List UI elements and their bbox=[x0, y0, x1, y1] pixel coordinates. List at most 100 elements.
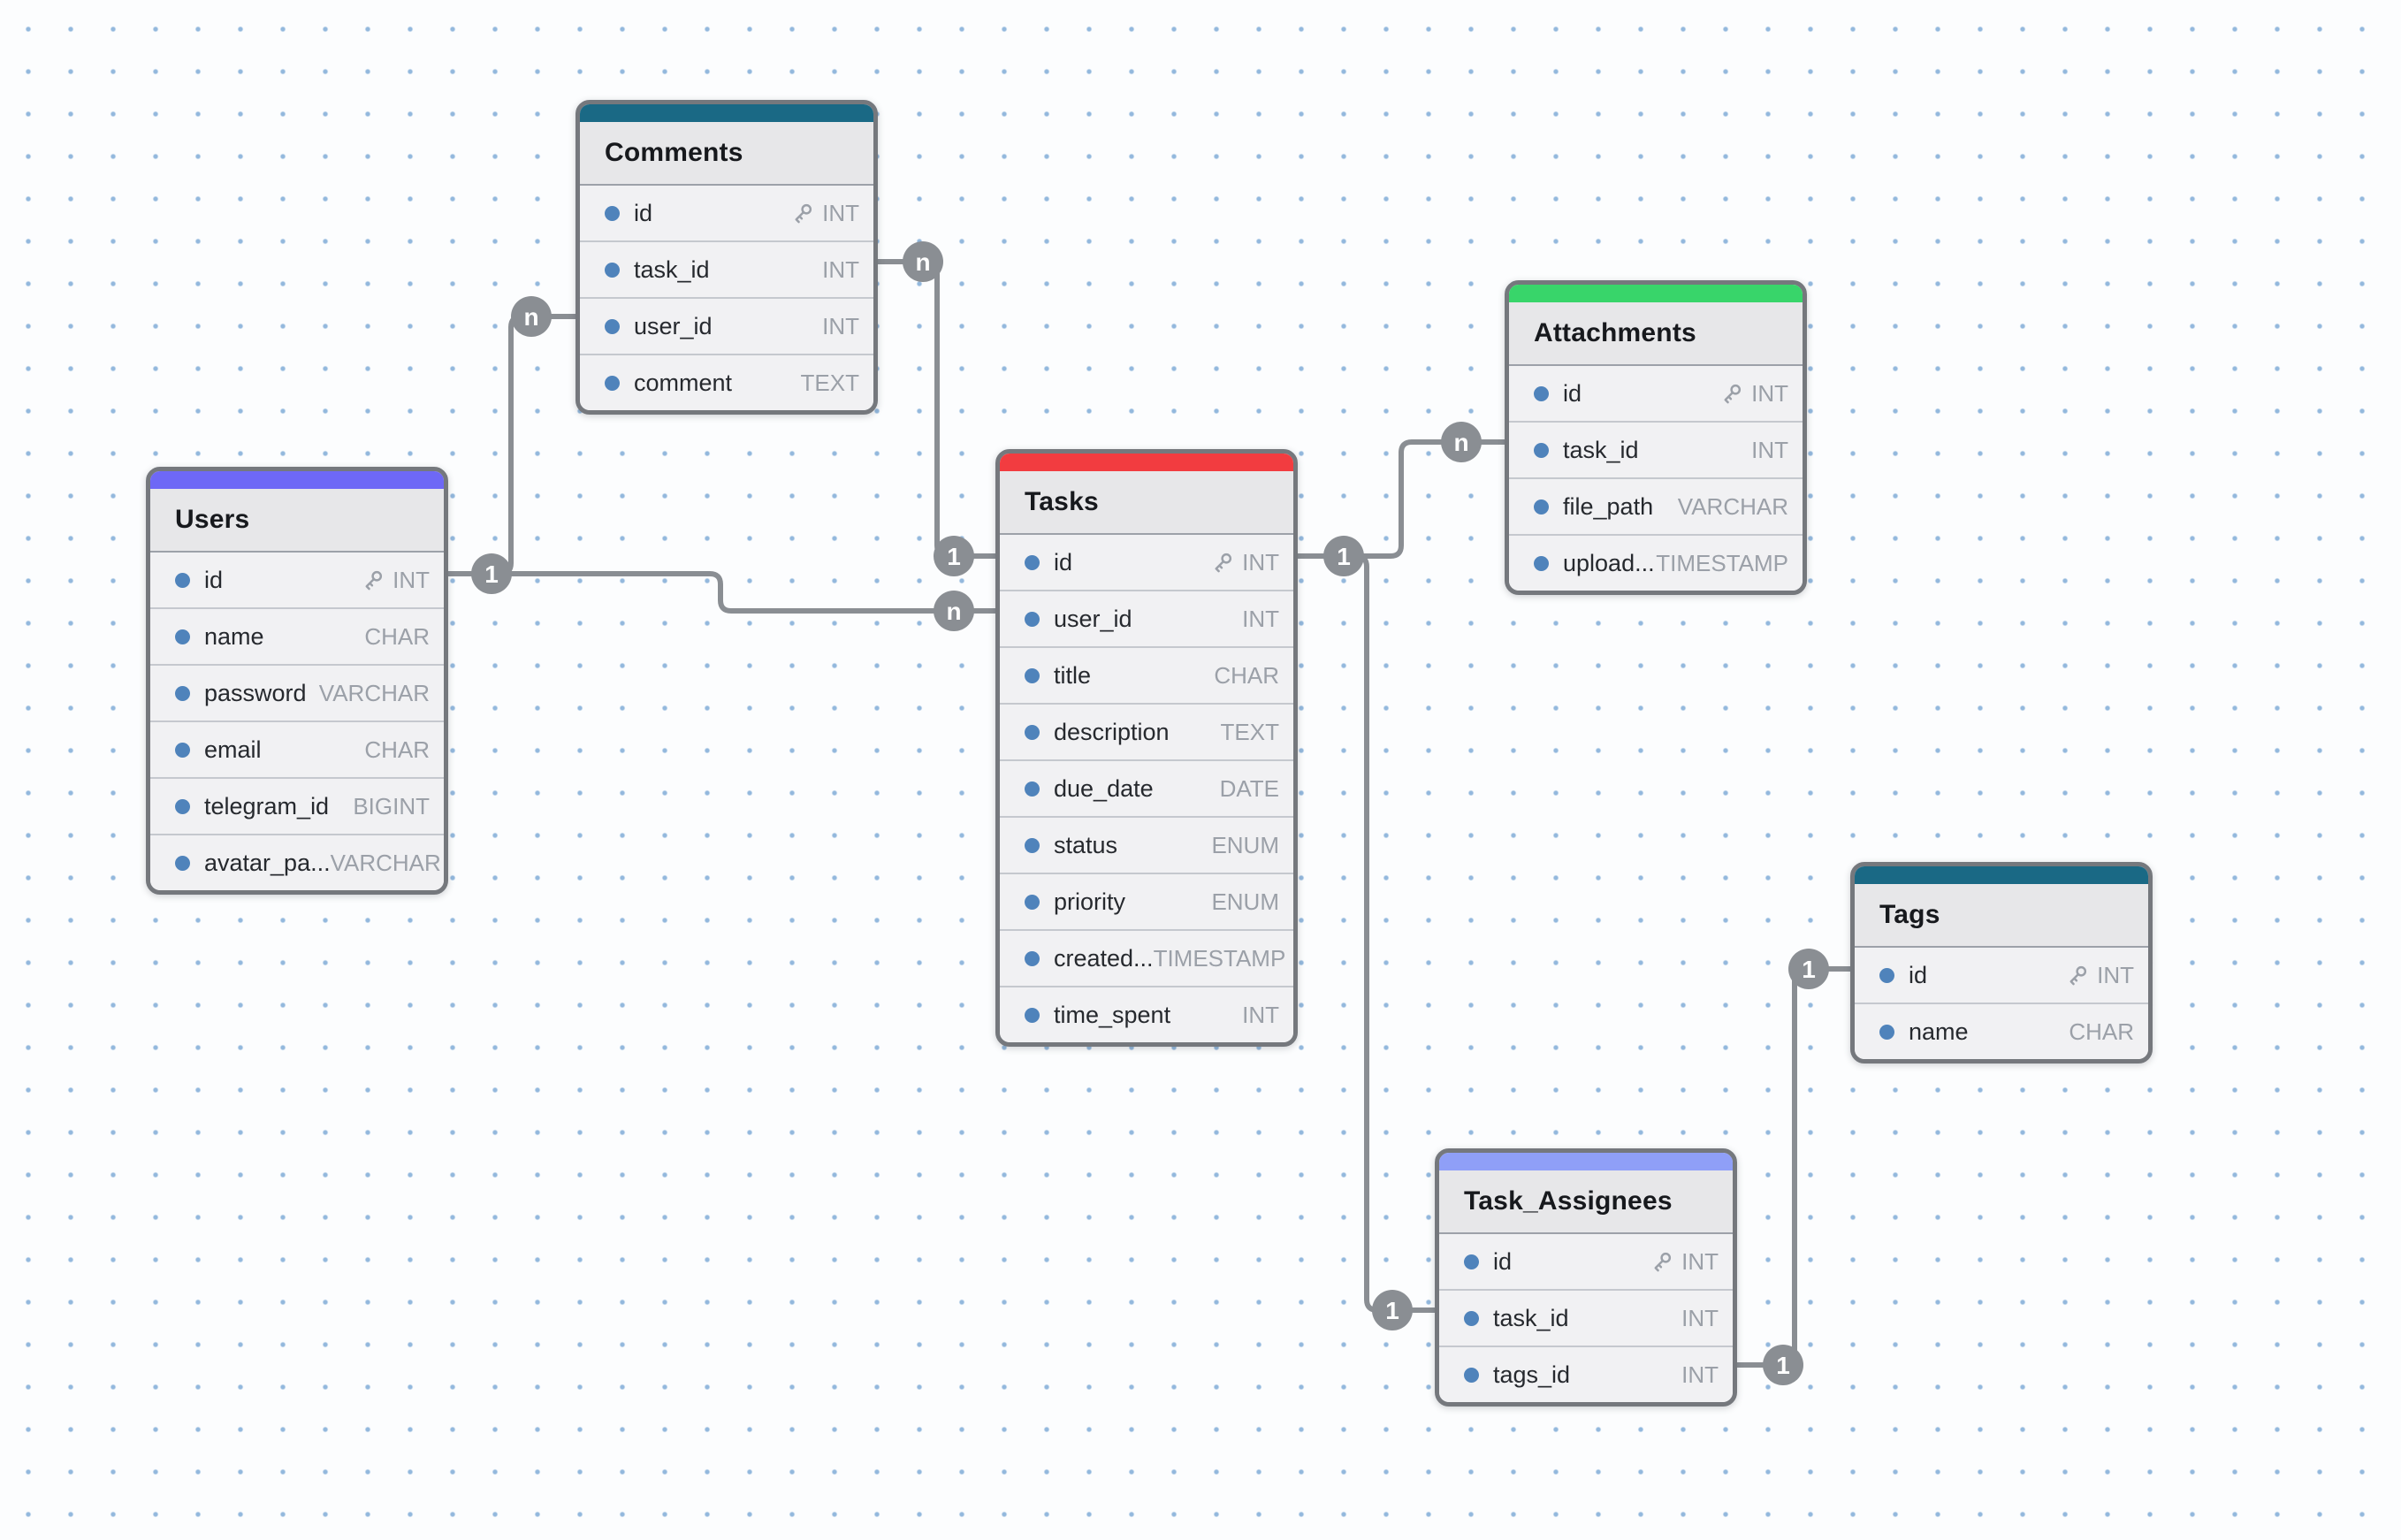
field-type: TEXT bbox=[1221, 719, 1279, 746]
relationship-line[interactable] bbox=[448, 571, 995, 614]
field-type: INT bbox=[361, 567, 430, 594]
table-title: Tasks bbox=[1000, 471, 1293, 535]
field-dot-icon bbox=[1025, 950, 1040, 966]
field-type: TIMESTAMP bbox=[1154, 945, 1286, 972]
field-row[interactable]: created...TIMESTAMP bbox=[1000, 931, 1293, 987]
field-row[interactable]: upload...TIMESTAMP bbox=[1509, 536, 1803, 591]
field-row[interactable]: telegram_id BIGINT bbox=[150, 779, 444, 835]
field-dot-icon bbox=[1025, 894, 1040, 910]
field-type: INT bbox=[790, 200, 859, 227]
field-type-label: VARCHAR bbox=[330, 849, 441, 876]
cardinality-badge[interactable]: 1 bbox=[1372, 1290, 1413, 1330]
field-type-label: TIMESTAMP bbox=[1153, 944, 1286, 972]
cardinality-badge[interactable]: 1 bbox=[1323, 536, 1364, 576]
relationship-line[interactable] bbox=[1344, 553, 1435, 1313]
field-type: BIGINT bbox=[353, 793, 430, 820]
field-name: avatar_pa... bbox=[204, 849, 331, 876]
table-accent-bar bbox=[1439, 1153, 1733, 1170]
field-type: VARCHAR bbox=[1678, 493, 1788, 521]
field-type: INT bbox=[1210, 549, 1279, 576]
field-dot-icon bbox=[1534, 499, 1549, 515]
cardinality-badge[interactable]: 1 bbox=[934, 536, 974, 576]
cardinality-badge-label: n bbox=[915, 248, 930, 276]
field-row[interactable]: avatar_pa...VARCHAR bbox=[150, 835, 444, 890]
relationship-line[interactable] bbox=[492, 314, 575, 576]
cardinality-badge-circle bbox=[1323, 536, 1364, 576]
field-name: telegram_id bbox=[204, 792, 330, 820]
cardinality-badge-circle bbox=[903, 241, 943, 282]
cardinality-badge-label: n bbox=[946, 598, 961, 625]
cardinality-badge[interactable]: n bbox=[1441, 422, 1482, 462]
cardinality-badge[interactable]: 1 bbox=[1763, 1345, 1803, 1385]
field-name: comment bbox=[634, 369, 733, 396]
field-type: CHAR bbox=[364, 736, 430, 764]
field-dot-icon bbox=[1025, 1007, 1040, 1023]
field-type: INT bbox=[1242, 606, 1279, 633]
cardinality-badge-label: n bbox=[523, 303, 538, 331]
cardinality-badge[interactable]: 1 bbox=[1788, 949, 1829, 989]
field-dot-icon bbox=[1025, 724, 1040, 740]
cardinality-badge[interactable]: n bbox=[511, 296, 552, 337]
table-accent-bar bbox=[1855, 866, 2148, 884]
table-title: Task_Assignees bbox=[1439, 1170, 1733, 1234]
field-type-label: INT bbox=[2097, 961, 2134, 988]
field-type: CHAR bbox=[364, 623, 430, 651]
field-type: TIMESTAMP bbox=[1656, 550, 1788, 577]
relationship-line[interactable] bbox=[1298, 439, 1505, 559]
field-type-label: INT bbox=[822, 255, 859, 283]
field-type: INT bbox=[1650, 1248, 1719, 1276]
field-type: ENUM bbox=[1211, 888, 1279, 916]
field-name: upload... bbox=[1563, 549, 1655, 576]
cardinality-badge-label: 1 bbox=[947, 543, 961, 570]
relationship-line[interactable] bbox=[878, 259, 995, 559]
field-type-label: TIMESTAMP bbox=[1656, 549, 1788, 576]
field-type-label: INT bbox=[1681, 1361, 1719, 1388]
field-type-label: CHAR bbox=[364, 622, 430, 650]
cardinality-badge[interactable]: n bbox=[903, 241, 943, 282]
cardinality-badge[interactable]: 1 bbox=[471, 553, 512, 594]
field-type: INT bbox=[1681, 1361, 1719, 1389]
cardinality-badge-circle bbox=[1763, 1345, 1803, 1385]
cardinality-badge-circle bbox=[471, 553, 512, 594]
cardinality-badge[interactable]: n bbox=[934, 591, 974, 631]
field-type-label: INT bbox=[1681, 1247, 1719, 1275]
field-type-label: DATE bbox=[1219, 774, 1279, 802]
primary-key-icon bbox=[1724, 384, 1742, 403]
cardinality-badge-circle bbox=[1441, 422, 1482, 462]
relationship-line[interactable] bbox=[1737, 966, 1850, 1368]
field-type: VARCHAR bbox=[331, 850, 441, 877]
table-title: Users bbox=[150, 489, 444, 553]
